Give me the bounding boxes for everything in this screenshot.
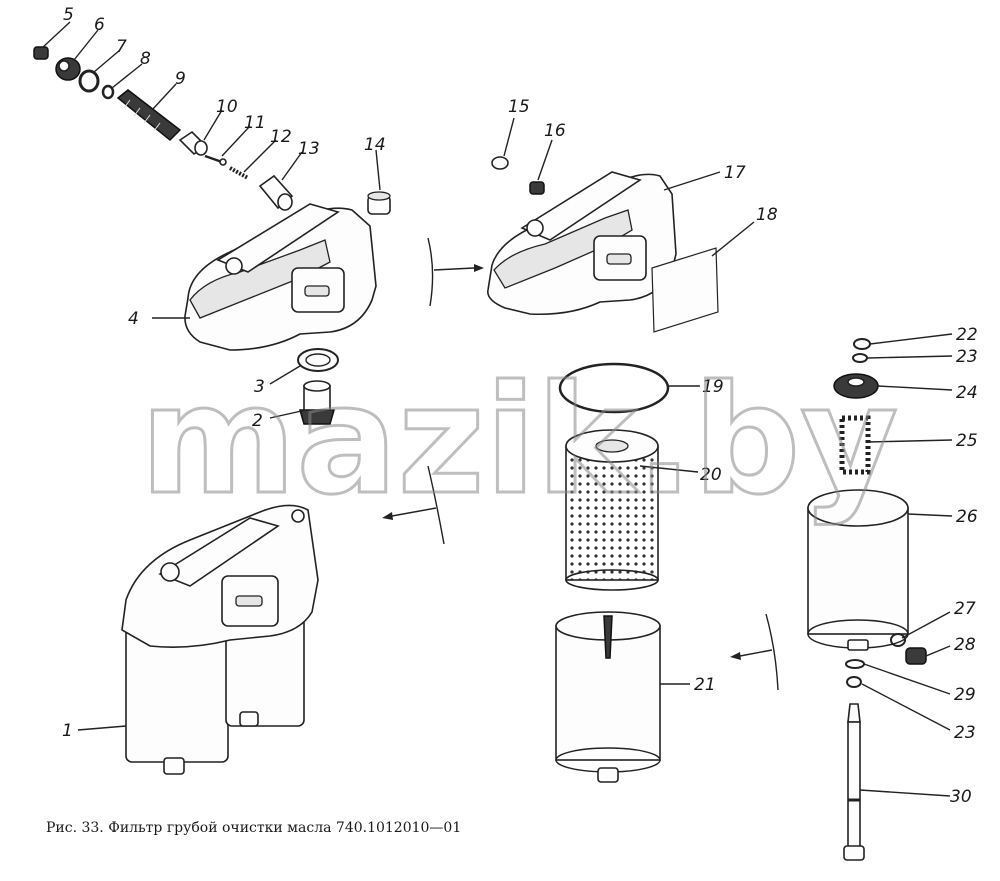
- callout-7: 7: [116, 37, 127, 57]
- callout-23-top: 23: [956, 347, 978, 367]
- callout-6: 6: [94, 15, 105, 35]
- part-27-ring: [890, 633, 906, 647]
- part-13-sleeve: [258, 174, 294, 211]
- callout-20: 20: [700, 465, 722, 485]
- part-9-spring: [116, 89, 182, 142]
- part-29-ring: [845, 659, 865, 669]
- part-11-pin: [204, 154, 227, 166]
- callout-16: 16: [544, 121, 566, 141]
- part-18-gasket: [651, 247, 719, 333]
- part-23-ring-bottom: [846, 676, 862, 688]
- part-3-gasket: [297, 348, 339, 372]
- callout-14: 14: [364, 135, 386, 155]
- callout-30: 30: [950, 787, 972, 807]
- part-26-housing: [807, 489, 909, 651]
- part-28-plug: [905, 647, 927, 665]
- callout-21: 21: [694, 675, 716, 695]
- callout-3: 3: [254, 377, 265, 397]
- part-17-cover: [487, 171, 677, 316]
- part-23-ring-top: [852, 353, 868, 363]
- callout-19: 19: [702, 377, 724, 397]
- callout-15: 15: [508, 97, 530, 117]
- callout-13: 13: [298, 139, 320, 159]
- callout-5: 5: [63, 5, 74, 25]
- part-2-fitting: [299, 380, 335, 425]
- callout-9: 9: [175, 69, 186, 89]
- part-21-housing: [555, 611, 661, 783]
- callout-4: 4: [128, 309, 139, 329]
- callout-25: 25: [956, 431, 978, 451]
- callout-28: 28: [954, 635, 976, 655]
- callout-12: 12: [270, 127, 292, 147]
- callout-24: 24: [956, 383, 978, 403]
- part-30-bolt: [843, 703, 865, 861]
- callout-29: 29: [954, 685, 976, 705]
- arrow-cover-transition: [427, 237, 484, 307]
- leader-lines: [41, 21, 953, 797]
- part-6-cap: [55, 57, 81, 81]
- callout-10: 10: [216, 97, 238, 117]
- part-12-spring: [229, 166, 249, 180]
- callout-26: 26: [956, 507, 978, 527]
- part-10-valve: [178, 130, 208, 156]
- callout-27: 27: [954, 599, 976, 619]
- callout-1: 1: [62, 721, 73, 741]
- part-4-cover: [184, 203, 377, 351]
- callout-17: 17: [724, 163, 746, 183]
- callout-2: 2: [252, 411, 263, 431]
- part-7-ring: [78, 69, 100, 93]
- part-25-spring: [839, 415, 871, 475]
- part-22-ring: [853, 338, 871, 350]
- part-16-plug: [529, 181, 545, 195]
- arrow-to-assembly: [382, 465, 445, 545]
- part-5-plug: [33, 46, 49, 60]
- callout-labels: 5 6 7 8 9 10 11 12 13 14 4 3 2 15 16 17 …: [62, 5, 978, 807]
- callout-8: 8: [140, 49, 151, 69]
- part-1-assembly: [121, 504, 319, 775]
- callout-11: 11: [244, 113, 266, 133]
- callout-18: 18: [756, 205, 778, 225]
- part-15-plug: [491, 156, 509, 170]
- callout-23-bottom: 23: [954, 723, 976, 743]
- callout-22: 22: [956, 325, 978, 345]
- watermark: mazik.by: [140, 354, 898, 528]
- part-14-fitting: [367, 191, 391, 215]
- part-19-ring: [558, 362, 670, 414]
- part-20-filter-element: [565, 429, 659, 591]
- part-8-ring: [101, 84, 115, 100]
- arrow-to-housing: [730, 613, 779, 691]
- figure-caption: Рис. 33. Фильтр грубой очистки масла 740…: [46, 820, 461, 836]
